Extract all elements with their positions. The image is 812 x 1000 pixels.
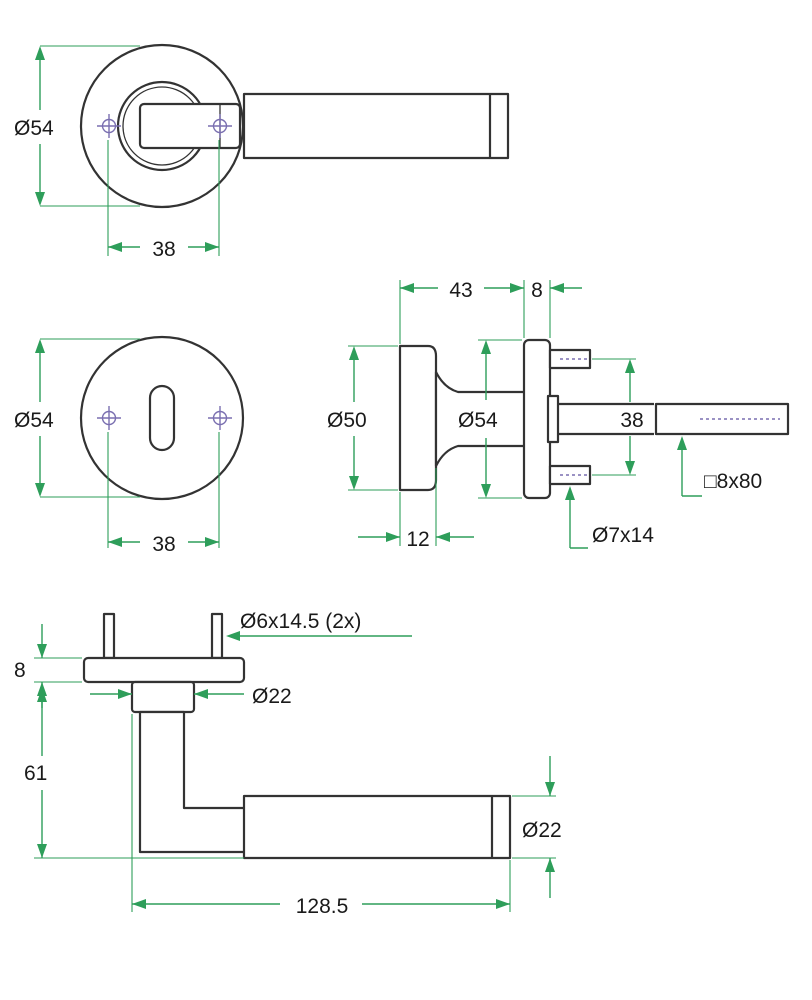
screw-lower — [548, 464, 592, 486]
lever-rose-plate — [82, 656, 246, 684]
grip-diameter-label: Ø22 — [522, 819, 562, 842]
spindle-label: □8x80 — [704, 470, 762, 493]
side-rose-plate — [522, 338, 552, 500]
screw-upper — [548, 348, 592, 370]
lever-length-label: 128.5 — [296, 895, 349, 918]
fixing-pin — [102, 612, 116, 660]
neck-diameter-label: Ø22 — [252, 685, 292, 708]
diameter-label: Ø54 — [14, 117, 54, 140]
rose-diameter-label: Ø54 — [458, 409, 498, 432]
lever-neck-side — [130, 680, 196, 714]
knob-diameter-label: Ø50 — [327, 409, 367, 432]
plate-thickness-label: 8 — [531, 279, 543, 302]
hole-spacing-label: 38 — [152, 533, 175, 556]
view-escutcheon: Ø54 38 — [14, 335, 245, 556]
lever-height-label: 61 — [24, 762, 47, 785]
view-rose-front: Ø54 38 — [14, 43, 510, 261]
lever-grip-front — [242, 92, 510, 160]
fixing-pin — [210, 612, 224, 660]
hole-spacing-label: 38 — [152, 238, 175, 261]
depth-label: 43 — [449, 279, 472, 302]
knob-thickness-label: 12 — [406, 528, 429, 551]
lever-arm — [138, 710, 248, 854]
screw-size-label: Ø7x14 — [592, 524, 654, 547]
keyhole — [148, 384, 176, 452]
screw-spacing-label: 38 — [620, 409, 643, 432]
diameter-label: Ø54 — [14, 409, 54, 432]
pin-size-label: Ø6x14.5 (2x) — [240, 610, 361, 633]
view-lever-side: Ø6x14.5 (2x) 8 Ø22 61 Ø22 — [14, 610, 562, 918]
view-side: 43 8 Ø50 Ø54 38 □8x80 — [327, 279, 790, 551]
lever-grip-side — [242, 794, 512, 860]
lever-neck — [138, 102, 242, 150]
plate-height-label: 8 — [14, 659, 26, 682]
knob-head — [398, 344, 438, 492]
